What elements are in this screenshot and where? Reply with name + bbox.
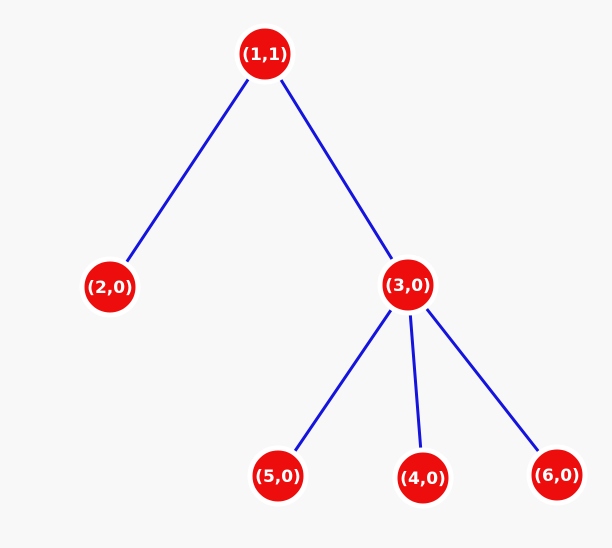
node-circle[interactable] bbox=[79, 256, 141, 318]
node-circle[interactable] bbox=[234, 23, 296, 85]
tree-edge-3,0-to-5,0 bbox=[276, 283, 410, 478]
tree-node-4,0[interactable]: (4,0) bbox=[392, 447, 454, 509]
tree-node-1,1[interactable]: (1,1) bbox=[234, 23, 296, 85]
tree-node-3,0[interactable]: (3,0) bbox=[377, 254, 439, 316]
tree-edge-1,1-to-2,0 bbox=[108, 52, 267, 289]
tree-edge-1,1-to-3,0 bbox=[263, 52, 410, 287]
tree-edge-3,0-to-6,0 bbox=[406, 283, 559, 477]
node-circle[interactable] bbox=[392, 447, 454, 509]
node-circle[interactable] bbox=[526, 444, 588, 506]
tree-edge-3,0-to-4,0 bbox=[406, 283, 425, 480]
tree-node-2,0[interactable]: (2,0) bbox=[79, 256, 141, 318]
tree-node-5,0[interactable]: (5,0) bbox=[247, 445, 309, 507]
node-circle[interactable] bbox=[247, 445, 309, 507]
tree-node-6,0[interactable]: (6,0) bbox=[526, 444, 588, 506]
node-circle[interactable] bbox=[377, 254, 439, 316]
